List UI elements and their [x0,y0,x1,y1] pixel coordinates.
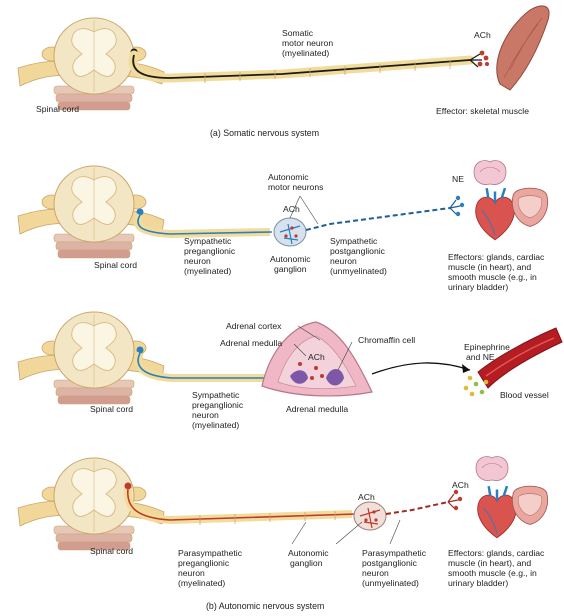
ganglion-label-b3-2: ganglion [290,558,323,568]
ach-label-b3-ganglion: ACh [358,492,375,502]
symp-pre-adrenal-label-4: (myelinated) [192,420,239,430]
symp-pre-adrenal-label-2: preganglionic [192,400,244,410]
autonomic-motor-label-2: motor neurons [268,182,323,192]
somatic-neuron-label-1: Somatic [282,28,314,38]
effector-b3-line-1: Effectors: glands, cardiac [448,548,545,558]
para-pre-label-4: (myelinated) [178,578,225,588]
spinal-cord-label-a: Spinal cord [36,104,79,114]
leader-line [291,521,307,545]
ganglion-label-b1-1: Autonomic [270,254,311,264]
autonomic-ganglion-b3 [353,501,387,531]
para-pre-label-2: preganglionic [178,558,230,568]
para-post-label-2: postganglionic [362,558,418,568]
adrenal-medulla-gland-label: Adrenal medulla [286,404,348,414]
ach-label-b1: ACh [283,204,300,214]
symp-pre-label-2: preganglionic [184,246,236,256]
autonomic-ganglion-b1 [273,217,307,247]
adrenal-cortex-label: Adrenal cortex [226,321,282,331]
spinal-cord-label-b2: Spinal cord [90,404,133,414]
leader-line [389,519,401,545]
effector-b3-line-3: smooth muscle (e.g., in [448,568,537,578]
epinephrine-label-2: and NE [466,352,495,362]
spinal-cord-a [17,17,165,111]
para-post-label-1: Parasympathetic [362,548,427,558]
spinal-cord-label-b1: Spinal cord [94,260,137,270]
symp-pre-adrenal-label-1: Sympathetic [192,390,240,400]
hormone-arrow [371,362,471,375]
effector-b1-line-1: Effectors: glands, cardiac [448,252,545,262]
leader-line [297,325,321,341]
panel-b1: Spinal cord Autonomic motor neurons ACh … [17,160,549,292]
leader-line [337,341,353,371]
parasympathetic-preganglionic-neuron [123,482,357,525]
chromaffin-cell-label: Chromaffin cell [358,335,415,345]
heart-b3 [476,484,518,540]
leader-line [299,195,319,225]
caption-a: (a) Somatic nervous system [210,128,319,138]
adrenal-medulla-gland [261,321,373,397]
effector-b1-line-3: smooth muscle (e.g., in [448,272,537,282]
arrow-head-icon [462,364,470,373]
sympathetic-preganglionic-neuron-adrenal [134,346,290,382]
para-pre-label-3: neuron [178,568,205,578]
ach-label-b2: ACh [308,352,325,362]
sympathetic-postganglionic-neuron [305,195,465,231]
effector-label-a: Effector: skeletal muscle [436,106,529,116]
symp-pre-label-4: (myelinated) [184,266,231,276]
leader-line [293,343,307,357]
ganglion-label-b3-1: Autonomic [288,548,329,558]
symp-pre-label-1: Sympathetic [184,236,232,246]
somatic-motor-neuron [128,48,489,83]
hormone-particles [463,375,489,397]
skeletal-muscle [496,5,550,91]
effector-b3-line-2: muscle (in heart), and [448,558,531,568]
parasympathetic-postganglionic-neuron [385,489,463,515]
blood-vessel-label: Blood vessel [500,390,549,400]
symp-post-label-4: (unmyelinated) [330,266,387,276]
symp-post-label-1: Sympathetic [330,236,378,246]
para-pre-label-1: Parasympathetic [178,548,243,558]
epinephrine-label-1: Epinephrine [464,342,510,352]
gland-b3 [475,456,509,481]
effector-b1-line-2: muscle (in heart), and [448,262,531,272]
bladder-b3 [511,485,549,525]
heart-b1 [474,186,516,242]
blood-vessel [477,327,563,389]
symp-post-label-3: neuron [330,256,357,266]
spinal-cord-label-b3: Spinal cord [90,546,133,556]
panel-b3: Spinal cord ACh ACh Parasympathetic preg… [17,456,549,611]
adrenal-medulla-label: Adrenal medulla [220,338,282,348]
somatic-neuron-label-3: (myelinated) [282,48,329,58]
leader-line [335,521,363,545]
somatic-neuron-label-2: motor neuron [282,38,333,48]
ne-label-b1: NE [452,174,464,184]
ach-label-b3-end: ACh [452,480,469,490]
sympathetic-preganglionic-neuron [133,208,273,239]
spinal-cord-b3 [17,457,165,551]
symp-pre-label-3: neuron [184,256,211,266]
panel-b2: Spinal cord Adrenal cortex Adrenal medul… [17,311,563,430]
symp-pre-adrenal-label-3: neuron [192,410,219,420]
caption-b: (b) Autonomic nervous system [206,601,324,611]
ganglion-label-b1-2: ganglion [274,264,307,274]
autonomic-motor-label-1: Autonomic [268,172,309,182]
effector-b3-line-4: urinary bladder) [448,578,508,588]
para-post-label-4: (unmyelinated) [362,578,419,588]
leader-line [289,195,301,219]
para-post-label-3: neuron [362,568,389,578]
ach-label-a: ACh [474,30,491,40]
effector-b1-line-4: urinary bladder) [448,282,508,292]
bladder-b1 [511,187,549,227]
panel-a: Spinal cord Somatic motor neuron (myelin… [17,5,550,138]
symp-post-label-2: postganglionic [330,246,386,256]
gland-b1 [473,160,507,185]
